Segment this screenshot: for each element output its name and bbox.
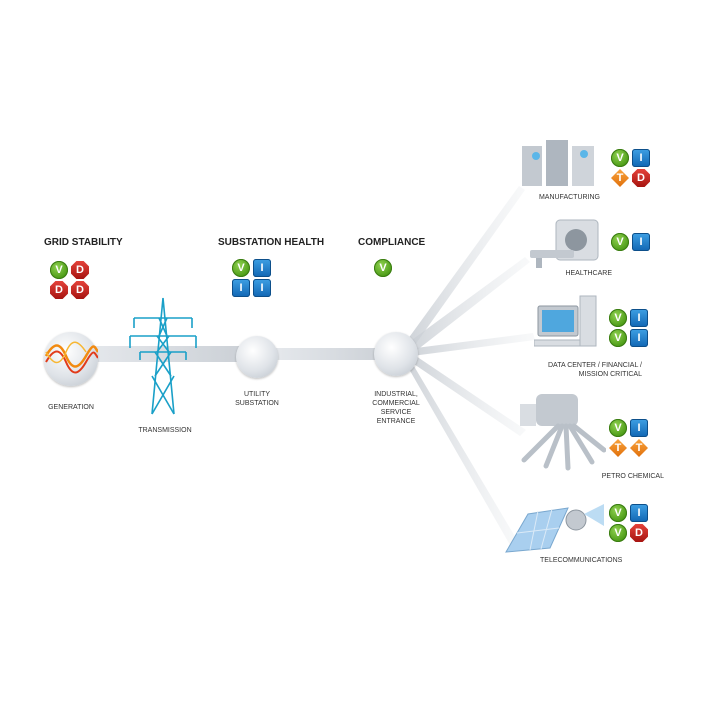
datacenter-computer-icon: [534, 295, 597, 347]
healthcare-scanner-icon: [530, 219, 599, 268]
current-badge-icon: I: [630, 329, 648, 347]
voltage-badge-icon: V: [232, 259, 250, 277]
voltage-badge-icon: V: [609, 419, 627, 437]
badges-compliance: V: [374, 259, 413, 277]
voltage-badge-icon: V: [374, 259, 392, 277]
service-entrance-node: [374, 332, 418, 376]
generation-node: [44, 332, 100, 386]
disturbance-badge-icon: D: [632, 169, 650, 187]
beam-substation-entrance: [270, 348, 400, 360]
generation-wave-icon: [44, 341, 100, 374]
telecom-satellite-icon: [505, 504, 604, 553]
label-manufacturing: MANUFACTURING: [538, 194, 600, 201]
disturbance-badge-icon: D: [71, 261, 89, 279]
transient-badge-icon: T: [609, 439, 627, 457]
voltage-badge-icon: V: [609, 309, 627, 327]
current-badge-icon: I: [632, 149, 650, 167]
label-transmission: TRANSMISSION: [138, 427, 192, 434]
current-badge-icon: I: [253, 279, 271, 297]
ray-telecom: [405, 356, 517, 545]
heading-grid-stability: GRID STABILITY: [44, 237, 123, 248]
current-badge-icon: I: [632, 233, 650, 251]
manufacturing-building-icon: [522, 140, 594, 186]
voltage-badge-icon: V: [609, 524, 627, 542]
disturbance-badge-icon: D: [71, 281, 89, 299]
heading-substation-health: SUBSTATION HEALTH: [218, 237, 325, 248]
label-petro-chemical: PETRO CHEMICAL: [601, 473, 664, 480]
disturbance-badge-icon: D: [50, 281, 68, 299]
label-utility-substation: UTILITY SUBSTATION: [235, 391, 279, 407]
current-badge-icon: I: [232, 279, 250, 297]
disturbance-badge-icon: D: [630, 524, 648, 542]
ray-manufacturing: [405, 186, 525, 352]
ray-healthcare: [405, 257, 530, 354]
ray-petro: [408, 352, 526, 436]
label-service-entrance: INDUSTRIAL, COMMERCIAL SERVICE ENTRANCE: [372, 391, 420, 425]
transient-badge-icon: T: [630, 439, 648, 457]
label-telecommunications: TELECOMMUNICATIONS: [540, 557, 623, 564]
transient-badge-icon: T: [611, 169, 629, 187]
label-datacenter: DATA CENTER / FINANCIAL / MISSION CRITIC…: [548, 362, 642, 378]
current-badge-icon: I: [630, 504, 648, 522]
label-healthcare: HEALTHCARE: [565, 270, 612, 277]
voltage-badge-icon: V: [611, 149, 629, 167]
transmission-tower-icon: [129, 297, 197, 415]
label-generation: GENERATION: [48, 404, 94, 411]
ray-datacenter: [408, 333, 535, 356]
voltage-badge-icon: V: [609, 504, 627, 522]
voltage-badge-icon: V: [611, 233, 629, 251]
heading-compliance: COMPLIANCE: [358, 237, 426, 248]
current-badge-icon: I: [253, 259, 271, 277]
current-badge-icon: I: [630, 309, 648, 327]
voltage-badge-icon: V: [50, 261, 68, 279]
current-badge-icon: I: [630, 419, 648, 437]
utility-substation-node: [236, 336, 278, 378]
voltage-badge-icon: V: [609, 329, 627, 347]
petro-chemical-plant-icon: [520, 394, 606, 471]
